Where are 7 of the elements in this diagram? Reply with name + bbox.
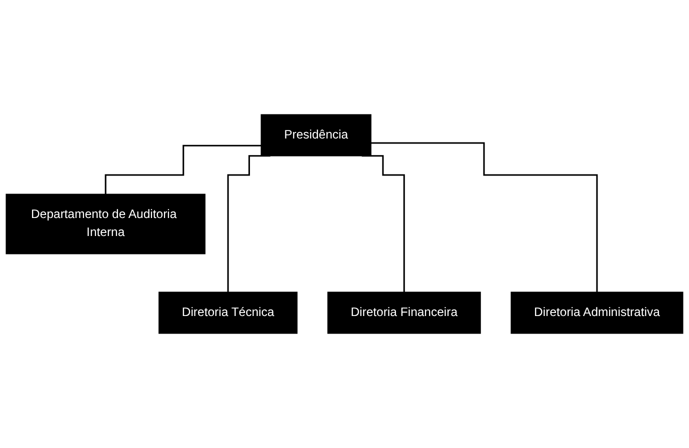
node-box: Presidência (260, 114, 372, 156)
node-box: Diretoria Administrativa (510, 292, 684, 334)
connector (371, 142, 598, 293)
connector (104, 144, 262, 195)
node-box: Departamento de Auditoria Interna (6, 194, 206, 254)
node-box: Diretoria Técnica (158, 292, 298, 334)
node-box: Diretoria Financeira (327, 292, 481, 334)
